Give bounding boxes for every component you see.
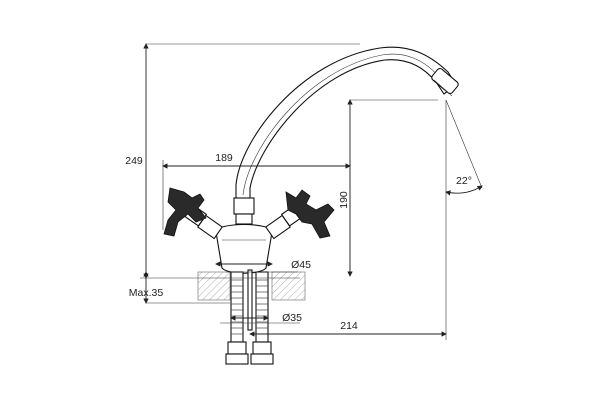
- right-cross-handle: [285, 189, 335, 239]
- dim-45-label: Ø45: [291, 259, 311, 271]
- left-cross-handle: [163, 187, 207, 237]
- supply-hoses: [225, 269, 274, 365]
- spout: [235, 46, 459, 201]
- countertop: [197, 271, 306, 301]
- dim-190-label: 190: [338, 191, 350, 209]
- dim-249-label: 249: [125, 155, 143, 167]
- dim-189-label: 189: [215, 152, 233, 164]
- dim-22-label: 22°: [456, 175, 472, 187]
- dimension-lines: [140, 43, 483, 340]
- dim-214-label: 214: [340, 320, 358, 332]
- dim-35-label: Ø35: [282, 312, 302, 324]
- faucet-body: [215, 197, 273, 274]
- dim-max35-label: Max.35: [129, 287, 164, 299]
